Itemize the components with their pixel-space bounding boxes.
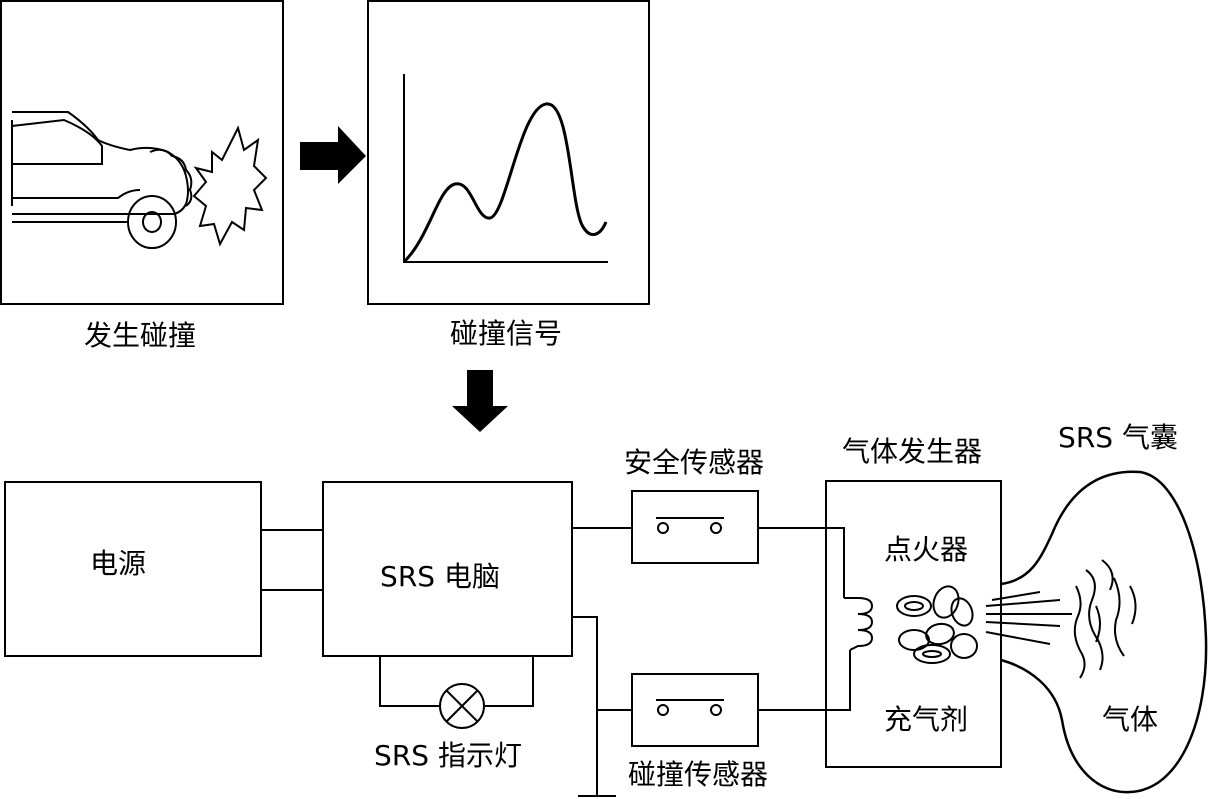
srs-airbag-label: SRS 气囊 (1058, 421, 1178, 454)
srs-computer-label: SRS 电脑 (380, 560, 500, 593)
wire-safety-out (758, 527, 845, 598)
indicator-lamp-icon (439, 683, 485, 729)
igniter-coil-icon (844, 597, 874, 651)
collision-sensor-box (631, 673, 759, 747)
gas-generator-label: 气体发生器 (841, 435, 983, 468)
indicator-wire (379, 656, 534, 707)
safety-switch-icon (656, 517, 724, 534)
signal-axes (403, 74, 608, 263)
gas-jet-lines (985, 591, 1072, 645)
impact-burst-icon (192, 125, 268, 247)
gas-label: 气体 (1101, 703, 1159, 736)
signal-panel (367, 0, 650, 305)
crashed-car-icon (11, 111, 193, 249)
propellant-pellets-icon (896, 585, 978, 664)
safety-sensor-box (631, 490, 759, 564)
power-wires (261, 529, 323, 591)
airbag-outline (1000, 470, 1208, 794)
safety-sensor-label: 安全传感器 (623, 446, 765, 479)
arrow-right-icon (300, 126, 366, 184)
srs-computer-box (322, 481, 573, 657)
srs-indicator-label: SRS 指示灯 (374, 739, 522, 772)
propellant-label: 充气剂 (883, 703, 969, 736)
collision-signal-label: 碰撞信号 (449, 317, 563, 350)
wire-collision-out (758, 650, 851, 711)
signal-curve (402, 102, 608, 264)
igniter-label: 点火器 (883, 533, 969, 566)
collision-panel (0, 0, 284, 305)
wire-collision-in (572, 616, 632, 795)
power-box (4, 481, 262, 657)
collision-sensor-label: 碰撞传感器 (627, 758, 769, 791)
gas-swirl-icon (1073, 559, 1137, 679)
arrow-down-icon (452, 370, 508, 432)
gas-generator-box (825, 480, 1002, 768)
power-label: 电源 (90, 547, 147, 580)
collision-label: 发生碰撞 (83, 319, 197, 352)
collision-switch-icon (656, 699, 724, 716)
